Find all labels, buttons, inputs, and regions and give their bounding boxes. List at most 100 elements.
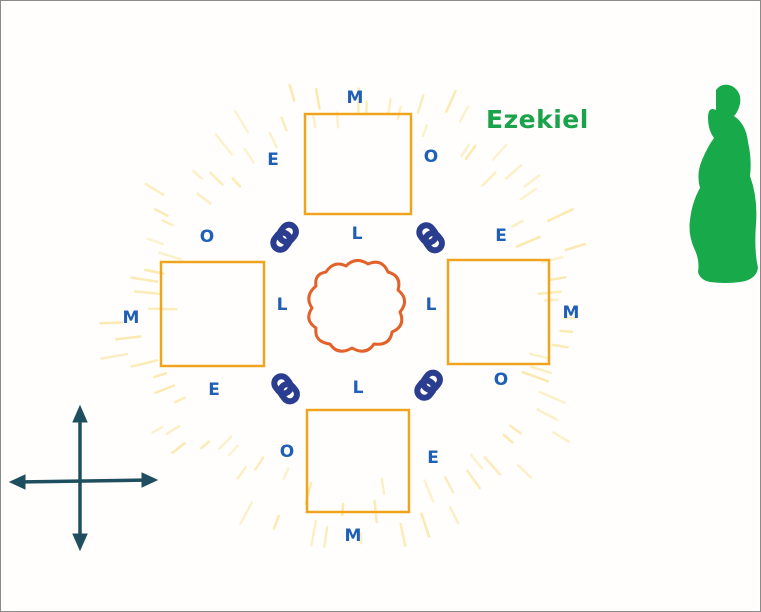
glow-ray — [214, 133, 233, 156]
glow-ray — [254, 456, 265, 471]
glow-ray — [218, 435, 233, 450]
glow-ray — [227, 444, 239, 457]
glow-ray — [460, 143, 471, 158]
glow-ray — [445, 89, 457, 113]
letter-top-square-top: M — [347, 88, 364, 108]
glow-ray — [196, 192, 212, 205]
glow-ray — [234, 110, 250, 134]
glow-ray — [153, 208, 169, 217]
glow-ray — [130, 359, 159, 368]
glow-ray — [243, 147, 256, 164]
glow-ray — [114, 335, 142, 341]
glow-ray — [483, 456, 502, 476]
glow-ray — [521, 370, 550, 383]
glow-ray — [546, 208, 574, 223]
glow-ray — [552, 431, 570, 443]
square-top — [303, 112, 413, 216]
square-bottom — [305, 408, 411, 514]
glow-ray — [516, 464, 533, 479]
chain-link-icon — [270, 221, 445, 405]
letter-bottom-square-bottom: M — [345, 526, 362, 546]
glow-ray — [519, 187, 538, 201]
glow-ray — [133, 290, 160, 295]
glow-ray — [165, 424, 181, 436]
glow-ray — [310, 519, 318, 547]
glow-ray — [146, 237, 164, 246]
glow-ray — [200, 440, 211, 450]
letter-top-square-right: O — [424, 147, 438, 167]
glow-ray — [239, 501, 254, 525]
glow-ray — [399, 522, 407, 548]
glow-ray — [529, 352, 551, 360]
glow-ray — [420, 512, 431, 538]
letter-top-square-left: E — [267, 150, 279, 170]
glow-ray — [449, 506, 460, 525]
glow-ray — [469, 453, 484, 470]
glow-ray — [192, 169, 204, 180]
glow-ray — [511, 219, 524, 228]
glow-ray — [551, 343, 569, 349]
glow-ray — [509, 424, 522, 435]
glow-ray — [364, 100, 369, 115]
glow-ray — [154, 384, 175, 395]
glow-ray — [443, 475, 455, 494]
glow-ray — [272, 514, 280, 530]
glow-ray — [481, 171, 497, 187]
glow-ray — [323, 525, 329, 548]
glow-ray — [231, 177, 242, 188]
glow-ray — [147, 307, 178, 311]
glow-ray — [282, 467, 290, 480]
glow-ray — [416, 93, 425, 115]
glow-ray — [144, 182, 165, 196]
glow-ray — [548, 276, 567, 282]
cloud-icon — [307, 259, 406, 353]
letter-right-square-right: M — [563, 303, 580, 323]
four-direction-arrows-icon — [8, 404, 159, 552]
letter-inner-top: L — [352, 224, 363, 244]
letter-left-square-left: M — [123, 308, 140, 328]
glow-ray — [540, 255, 564, 264]
square-left — [159, 260, 266, 368]
glow-ray — [130, 276, 159, 283]
letter-inner-left: L — [277, 295, 288, 315]
glow-ray — [311, 115, 317, 129]
glow-ray — [151, 425, 164, 435]
glow-ray — [536, 408, 559, 421]
glow-ray — [386, 98, 392, 116]
glow-ray — [504, 164, 523, 180]
glow-ray — [423, 479, 435, 503]
glow-ray — [502, 433, 514, 444]
glow-ray — [314, 87, 321, 110]
letter-right-square-top: E — [495, 226, 507, 246]
glow-ray — [544, 298, 559, 302]
glow-ray — [515, 235, 541, 248]
glow-ray — [171, 442, 187, 455]
glow-ray — [491, 144, 508, 161]
glow-ray — [100, 352, 129, 360]
glow-ray — [559, 329, 574, 334]
glow-ray — [153, 372, 168, 379]
glow-ray — [236, 466, 247, 480]
letter-inner-bottom: L — [353, 378, 364, 398]
glow-ray — [99, 321, 124, 325]
glow-ray — [341, 502, 345, 517]
glow-ray — [538, 390, 566, 404]
glow-ray — [288, 83, 296, 102]
letter-left-square-top: O — [200, 227, 214, 247]
letter-right-square-bottom: O — [494, 370, 508, 390]
glow-ray — [209, 171, 224, 186]
letter-inner-right: L — [426, 295, 437, 315]
glow-rays — [99, 83, 587, 548]
glow-ray — [530, 365, 552, 375]
glow-ray — [158, 251, 182, 261]
letter-bottom-square-right: E — [427, 448, 439, 468]
glow-ray — [268, 131, 278, 149]
letter-left-square-bottom: E — [208, 380, 220, 400]
glow-ray — [523, 174, 541, 188]
square-right — [446, 258, 551, 366]
letter-bottom-square-left: O — [280, 442, 294, 462]
glow-ray — [564, 242, 587, 252]
standing-figure-icon — [689, 84, 758, 284]
